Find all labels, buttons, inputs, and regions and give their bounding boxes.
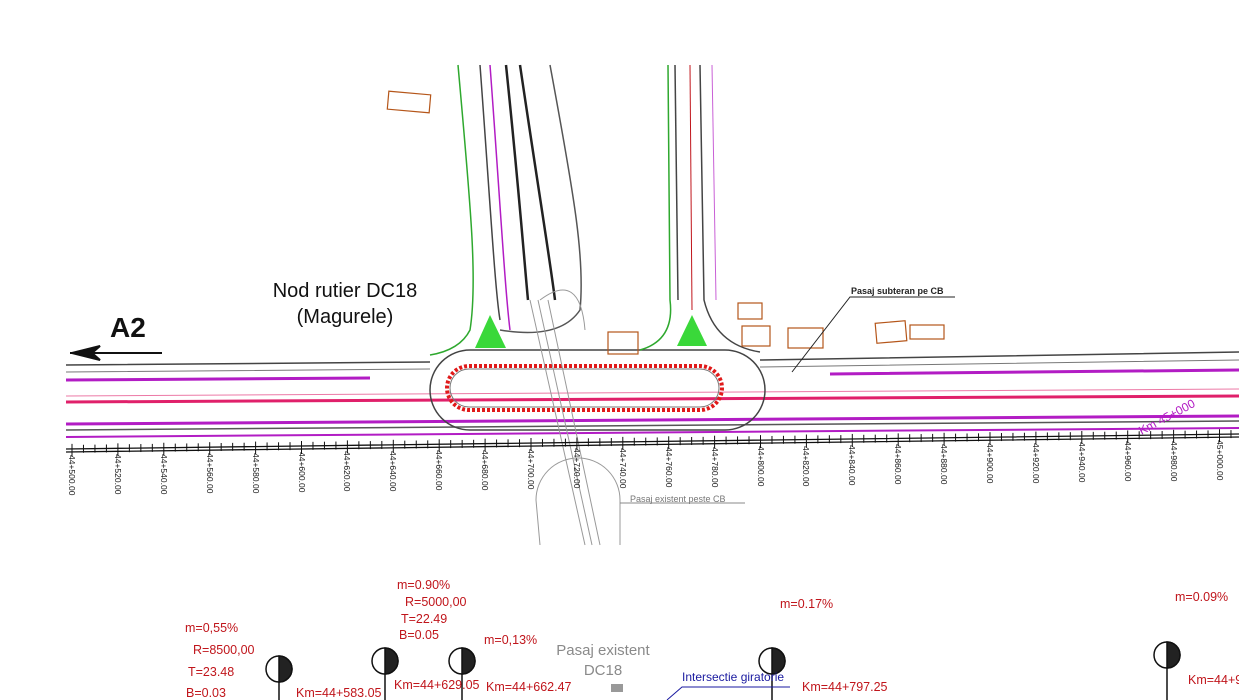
grade-label: m=0.90% [397, 578, 451, 592]
chainage-label: 44+640.00 [388, 450, 399, 492]
chainage-label: 44+920.00 [1030, 442, 1041, 484]
chainage-label: 44+620.00 [342, 451, 353, 492]
radius-label: R=8500,00 [193, 643, 255, 657]
title-line-2: (Magurele) [296, 306, 394, 328]
road-band-north [65, 368, 1239, 382]
km-label: Km=44+797.25 [802, 680, 888, 694]
bisector-label: B=0.03 [186, 686, 226, 700]
chainage-label: 44+700.00 [526, 449, 536, 490]
overpass-line-1: Pasaj existent [556, 642, 650, 659]
chainage-label: 44+660.00 [434, 450, 445, 491]
existing-overpass-profile-label: Pasaj existent DC18 [548, 641, 658, 681]
km-label: Km=44+629.05 [394, 678, 480, 692]
chainage-label: 44+540.00 [158, 453, 169, 495]
chainage-label: 44+500.00 [67, 454, 77, 496]
chainage-label: 44+800.00 [755, 446, 766, 487]
km-label: Km=44+662.47 [486, 680, 572, 694]
chainage-label: 44+580.00 [250, 452, 261, 493]
radius-label: R=5000,00 [405, 595, 467, 609]
chainage-label: 44+820.00 [801, 445, 812, 486]
roundabout-island [445, 364, 724, 412]
grade-label: m=0,55% [185, 621, 239, 635]
chainage-label: 44+780.00 [709, 446, 720, 488]
road-axis [65, 394, 1239, 404]
intersection-label: Intersectie giratorie [682, 670, 785, 684]
chainage-label: 44+560.00 [204, 453, 215, 494]
bisector-label: B=0.05 [399, 628, 439, 642]
direction-label: A2 [110, 312, 146, 343]
grade-label: m=0,13% [484, 633, 538, 647]
chainage-label: 44+840.00 [847, 444, 858, 486]
a2-arrow-icon [70, 345, 162, 361]
chainage-label: 44+980.00 [1168, 440, 1179, 482]
chainage-label: 44+900.00 [985, 443, 995, 484]
grade-label: m=0.09% [1175, 590, 1229, 604]
branch-right [639, 64, 672, 351]
tangent-label: T=23.48 [188, 665, 235, 679]
road-band-south [65, 414, 1239, 426]
chainage-label: 44+940.00 [1076, 442, 1087, 483]
chainage-label: 44+680.00 [480, 449, 491, 491]
tangent-label: T=22.49 [401, 612, 448, 626]
chainage-label: 44+600.00 [296, 451, 307, 493]
chainage-label: 44+740.00 [617, 447, 628, 489]
traffic-island-right [677, 315, 707, 346]
road-edge-north [65, 351, 1239, 366]
km-label: Km=44+9 [1188, 673, 1239, 687]
km-label: Km=44+583.05 [296, 686, 382, 700]
overpass-profile-icon [611, 684, 623, 692]
traffic-island-left [475, 315, 506, 348]
chainage-label: 44+960.00 [1122, 441, 1133, 482]
roundabout-outer [429, 349, 766, 431]
existing-overpass [529, 289, 621, 546]
underpass-callout: Pasaj subteran pe CB [851, 286, 944, 296]
chainage-label: 44+880.00 [939, 443, 950, 485]
grade-label: m=0.17% [780, 597, 834, 611]
chainage-label: 45+000.00 [1214, 440, 1225, 481]
buildings [386, 90, 945, 355]
title-line-1: Nod rutier DC18 [272, 280, 418, 302]
chainage-label: 44+520.00 [112, 454, 123, 495]
interchange-title: Nod rutier DC18 (Magurele) [260, 278, 430, 330]
overpass-line-2: DC18 [583, 662, 623, 679]
chainage-label: 44+760.00 [663, 447, 674, 488]
existing-overpass-callout: Pasaj existent peste CB [630, 494, 726, 504]
chainage-label: 44+860.00 [893, 444, 904, 485]
branch-left [429, 64, 474, 356]
chainage-label: 44+720.00 [571, 448, 582, 489]
profile-symbols [265, 641, 1181, 700]
